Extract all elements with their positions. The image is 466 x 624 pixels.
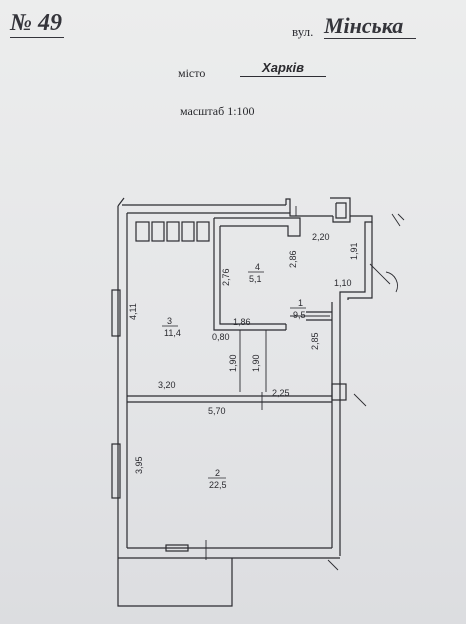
dim-2-86: 2,86 bbox=[288, 250, 298, 268]
dim-3-20: 3,20 bbox=[158, 380, 176, 390]
dim-0-80: 0,80 bbox=[212, 332, 230, 342]
dim-2-20: 2,20 bbox=[312, 232, 330, 242]
wall-outlines bbox=[111, 197, 373, 607]
room-4-number: 4 bbox=[255, 262, 260, 272]
dim-1-86: 1,86 bbox=[233, 317, 251, 327]
dim-1-90-left: 1,90 bbox=[228, 354, 238, 372]
room-1-number: 1 bbox=[298, 298, 303, 308]
room-4-area: 5,1 bbox=[249, 274, 262, 284]
dim-1-90-right: 1,90 bbox=[251, 354, 261, 372]
room-3-number: 3 bbox=[167, 316, 172, 326]
scale-label: масштаб 1:100 bbox=[180, 104, 255, 118]
room-2-area: 22,5 bbox=[209, 480, 227, 490]
room-1-area: 9,5 bbox=[293, 310, 306, 320]
room-3-label: 3 11,4 bbox=[162, 316, 181, 338]
dim-3-95: 3,95 bbox=[134, 456, 144, 474]
dimension-ticks bbox=[205, 206, 405, 571]
street-label: вул. bbox=[292, 24, 314, 39]
room-2-number: 2 bbox=[215, 468, 220, 478]
city-name: Харків bbox=[240, 60, 326, 77]
room-1-label: 1 9,5 bbox=[290, 298, 306, 320]
dim-2-25: 2,25 bbox=[272, 388, 290, 398]
dim-5-70: 5,70 bbox=[208, 406, 226, 416]
street-name: Мінська bbox=[324, 14, 416, 39]
dim-2-76: 2,76 bbox=[221, 268, 231, 286]
document-number: № 49 bbox=[10, 10, 64, 38]
room-2-label: 2 22,5 bbox=[208, 468, 227, 490]
dim-4-11: 4,11 bbox=[128, 303, 138, 320]
dim-1-10: 1,10 bbox=[334, 278, 352, 288]
room-4-label: 4 5,1 bbox=[248, 262, 264, 284]
dim-1-91: 1,91 bbox=[349, 242, 359, 260]
city-label: місто bbox=[178, 66, 206, 80]
dim-2-85: 2,85 bbox=[310, 332, 320, 350]
room-3-area: 11,4 bbox=[164, 328, 181, 338]
